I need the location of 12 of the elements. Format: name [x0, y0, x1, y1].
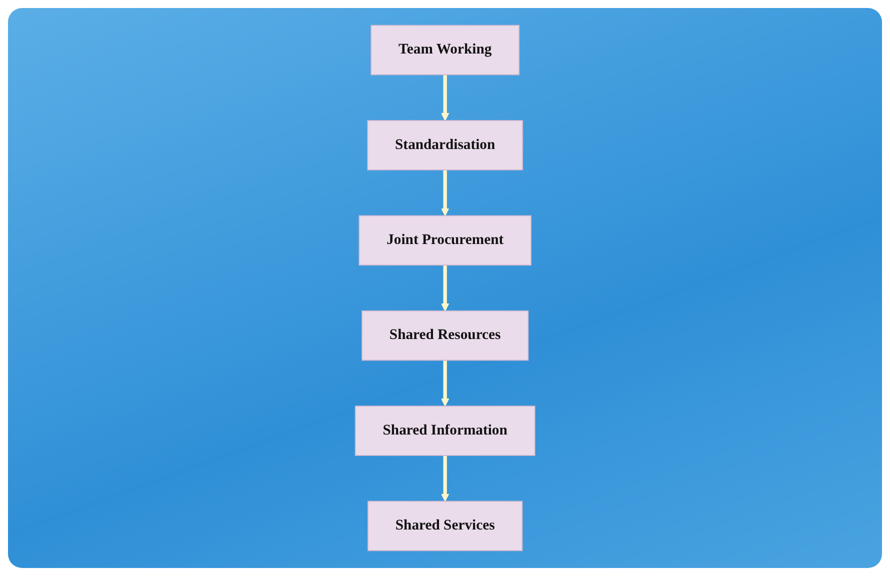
arrow [440, 265, 450, 312]
node-box [354, 406, 536, 456]
arrow [440, 455, 450, 502]
node-box [370, 24, 520, 76]
arrow [440, 74, 450, 121]
node-box [358, 215, 532, 266]
arrow [440, 360, 450, 406]
node-box [361, 310, 529, 361]
node-box [367, 500, 523, 552]
panel-background: Team Working Standardisation Joint Procurement Shared Resources Shared Information Shared Services [8, 8, 882, 568]
arrow [440, 170, 450, 216]
node-box [367, 120, 523, 170]
